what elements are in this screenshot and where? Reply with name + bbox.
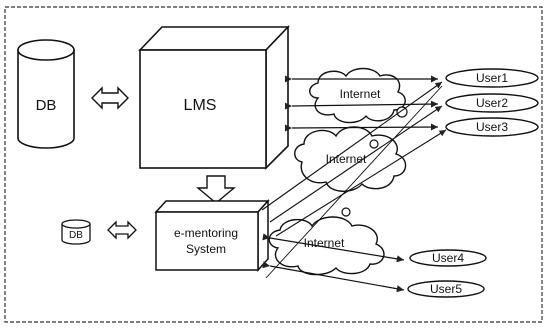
ementoring-label-line2: System xyxy=(186,242,226,256)
user3-label: User3 xyxy=(476,120,508,134)
down-arrow-lms-ementoring xyxy=(196,175,236,204)
db-cylinder-small: DB xyxy=(61,219,91,245)
network-node-2 xyxy=(369,139,379,149)
double-arrow-db-lms xyxy=(91,86,129,110)
db-cylinder-main: DB xyxy=(17,39,75,149)
connections-lms-users xyxy=(284,75,439,132)
network-node-3 xyxy=(341,207,351,217)
lms-label: LMS xyxy=(184,97,217,114)
internet-cloud-top: Internet xyxy=(309,67,406,124)
double-arrow-db-ementoring xyxy=(107,220,137,240)
user2-node: User2 xyxy=(445,93,539,113)
internet-cloud-bottom: Internet xyxy=(268,216,385,276)
ementoring-label-line1: e-mentoring xyxy=(174,226,238,240)
user2-label: User2 xyxy=(476,96,508,110)
user4-node: User4 xyxy=(409,249,487,267)
internet-cloud-mid: Internet xyxy=(294,126,407,192)
ementoring-box: e-mentoring System xyxy=(154,199,270,272)
internet-bottom-label: Internet xyxy=(304,236,345,250)
lms-box: LMS xyxy=(138,25,290,170)
db-main-label: DB xyxy=(36,97,57,114)
user1-node: User1 xyxy=(445,68,539,88)
internet-top-label: Internet xyxy=(340,87,381,101)
user5-node: User5 xyxy=(407,280,485,298)
user4-label: User4 xyxy=(432,251,464,265)
db-small-label: DB xyxy=(69,230,83,241)
user5-label: User5 xyxy=(430,282,462,296)
internet-mid-label: Internet xyxy=(326,152,367,166)
connections-ementoring-users-lower xyxy=(262,233,405,293)
user3-node: User3 xyxy=(445,117,539,137)
user1-label: User1 xyxy=(476,71,508,85)
